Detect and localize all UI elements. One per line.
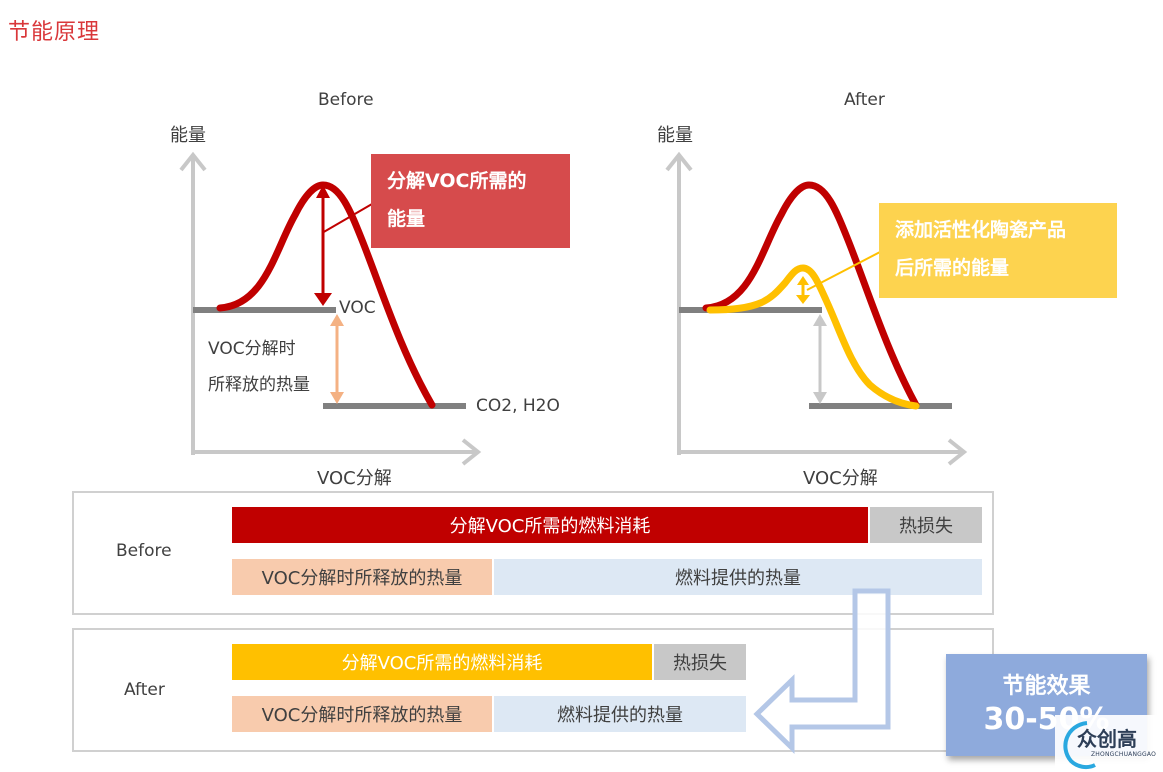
after-callout-connector — [806, 251, 881, 291]
before-chart-title: Before — [318, 90, 374, 110]
watermark-subtext: ZHONGCHUANGGAO — [1091, 751, 1156, 758]
callout-line1: 分解VOC所需的 — [387, 170, 527, 192]
after-catalyzed-curve — [706, 264, 920, 410]
logo-swoosh-icon — [1063, 721, 1096, 770]
callout-line2: 后所需的能量 — [895, 257, 1010, 279]
before-x-axis-label: VOC分解 — [317, 468, 392, 489]
before-fuel-heat-bar: 燃料提供的热量 — [494, 559, 982, 595]
before-y-axis-label: 能量 — [170, 125, 206, 146]
before-y-axis — [179, 151, 207, 455]
after-y-axis — [665, 151, 693, 455]
released-heat-label-line2: 所释放的热量 — [208, 375, 310, 395]
after-heat-loss-bar: 热损失 — [654, 644, 746, 680]
after-fuel-consumption-bar: 分解VOC所需的燃料消耗 — [232, 644, 652, 680]
after-chart-title: After — [844, 90, 885, 110]
activation-energy-callout: 分解VOC所需的 能量 — [371, 154, 570, 248]
before-energy-curve — [216, 181, 436, 409]
callout-line1: 添加活性化陶瓷产品 — [895, 219, 1067, 241]
result-title: 节能效果 — [1002, 674, 1091, 699]
before-fuel-consumption-bar: 分解VOC所需的燃料消耗 — [232, 507, 868, 543]
before-panel-label: Before — [116, 541, 172, 561]
before-x-axis — [193, 438, 482, 466]
after-released-heat-arrow — [813, 314, 827, 404]
voc-label: VOC — [339, 298, 376, 318]
after-y-axis-label: 能量 — [657, 125, 693, 146]
activation-energy-arrow — [314, 185, 332, 306]
released-heat-label-line1: VOC分解时 — [208, 339, 296, 359]
before-heat-loss-bar: 热损失 — [870, 507, 982, 543]
products-label: CO2, H2O — [476, 396, 560, 416]
after-x-axis-label: VOC分解 — [803, 468, 878, 489]
after-released-heat-bar: VOC分解时所释放的热量 — [232, 696, 492, 732]
before-released-heat-bar: VOC分解时所释放的热量 — [232, 559, 492, 595]
after-fuel-heat-bar: 燃料提供的热量 — [494, 696, 746, 732]
reduced-activation-arrow — [796, 276, 810, 304]
catalyzed-energy-callout: 添加活性化陶瓷产品 后所需的能量 — [879, 203, 1117, 298]
after-chart — [665, 151, 968, 466]
before-callout-connector — [321, 203, 373, 234]
callout-line2: 能量 — [387, 208, 426, 230]
released-heat-arrow — [330, 314, 344, 404]
watermark-text: 众创高 — [1077, 727, 1137, 751]
page-title: 节能原理 — [8, 20, 101, 45]
after-x-axis — [679, 438, 968, 466]
before-chart — [179, 151, 482, 466]
before-comparison-panel: Before 分解VOC所需的燃料消耗 热损失 VOC分解时所释放的热量 燃料提… — [72, 491, 994, 615]
after-panel-label: After — [124, 680, 165, 700]
watermark-logo: 众创高 ZHONGCHUANGGAO — [1055, 715, 1163, 772]
after-comparison-panel: After 分解VOC所需的燃料消耗 热损失 VOC分解时所释放的热量 燃料提供… — [72, 628, 994, 752]
after-original-curve — [702, 181, 920, 409]
